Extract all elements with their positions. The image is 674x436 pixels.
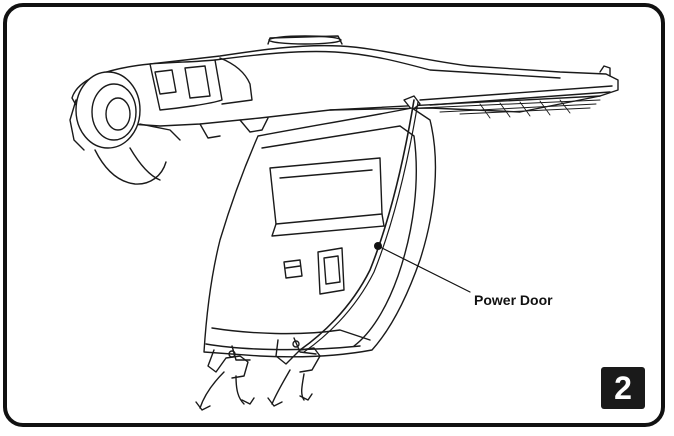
power-door [203, 99, 437, 358]
door-clips [195, 337, 321, 411]
vacuum-body [69, 35, 619, 185]
step-number-badge: 2 [601, 367, 645, 409]
power-door-label: Power Door [474, 292, 553, 308]
callout-leader-line [377, 245, 471, 293]
